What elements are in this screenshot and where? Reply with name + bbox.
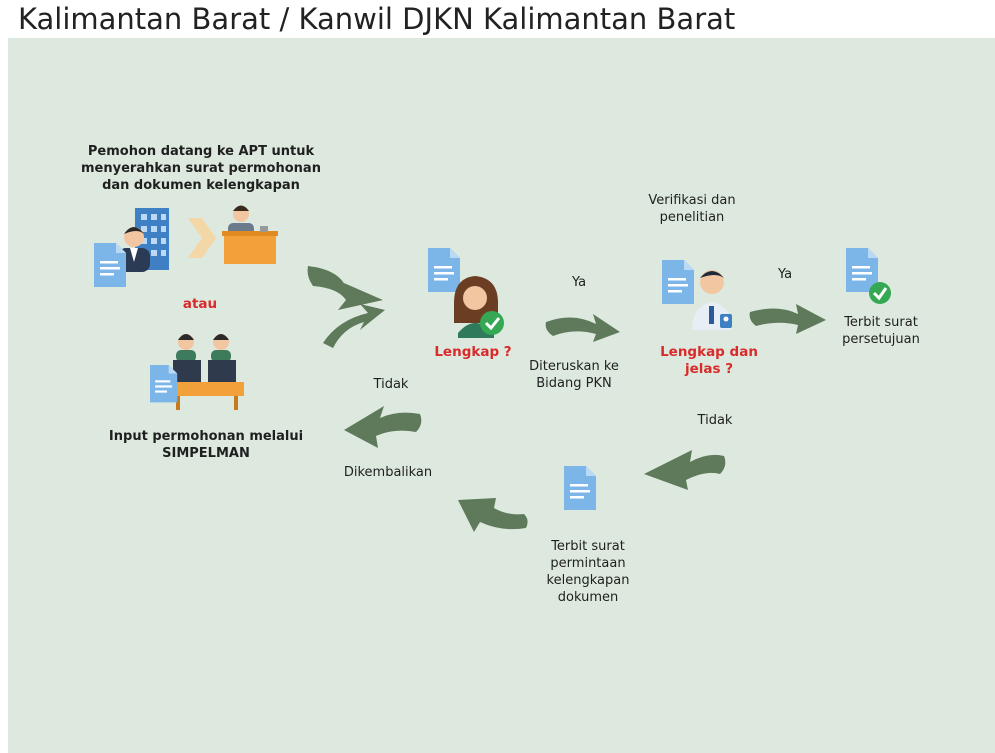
arrow-merge-bottom xyxy=(323,304,385,348)
arrow-tidak-left xyxy=(344,406,422,448)
arrow-ya-2 xyxy=(749,304,826,334)
label-ya-2: Ya xyxy=(777,267,793,282)
arrow-tidak-right xyxy=(644,450,726,490)
document-icon-verifikasi xyxy=(662,260,694,304)
label-lengkap-jelas: Lengkap dan jelas ? xyxy=(660,344,758,377)
label-diteruskan: Diteruskan ke Bidang PKN xyxy=(529,359,619,391)
staff-woman-icon xyxy=(454,276,498,338)
desk-officer-icon xyxy=(222,205,278,264)
label-tidak-1: Tidak xyxy=(373,377,409,392)
verifier-icon xyxy=(692,270,732,330)
arrow-merge-top xyxy=(307,266,383,310)
label-tidak-2: Tidak xyxy=(697,413,733,428)
arrow-dikembalikan xyxy=(458,498,528,532)
label-input: Input permohonan melalui SIMPELMAN xyxy=(108,429,304,461)
document-icon-permintaan xyxy=(564,466,596,510)
label-dikembalikan: Dikembalikan xyxy=(343,465,433,480)
page-title: Kalimantan Barat / Kanwil DJKN Kalimanta… xyxy=(18,2,736,36)
arrow-ya-1 xyxy=(545,314,620,342)
diagram-graphics xyxy=(94,205,891,532)
label-terbit-permintaan: Terbit surat permintaan kelengkapan doku… xyxy=(546,539,630,605)
label-terbit-persetujuan: Terbit surat persetujuan xyxy=(842,315,920,347)
label-atau: atau xyxy=(182,296,218,312)
chevron-right-icon xyxy=(188,218,216,258)
label-ya-1: Ya xyxy=(571,275,587,290)
document-icon-input xyxy=(150,365,178,403)
operators-icon xyxy=(168,334,244,410)
document-icon-applicant xyxy=(94,243,126,287)
check-icon-lengkap xyxy=(480,311,504,335)
diagram-panel: Pemohon datang ke APT untuk menyerahkan … xyxy=(8,38,995,753)
label-verifikasi: Verifikasi dan penelitian xyxy=(648,193,736,225)
check-icon-persetujuan xyxy=(869,282,891,304)
label-pemohon: Pemohon datang ke APT untuk menyerahkan … xyxy=(81,144,321,193)
applicant-icon xyxy=(118,227,150,272)
label-lengkap: Lengkap ? xyxy=(434,344,512,360)
document-icon-lengkap xyxy=(428,248,460,292)
